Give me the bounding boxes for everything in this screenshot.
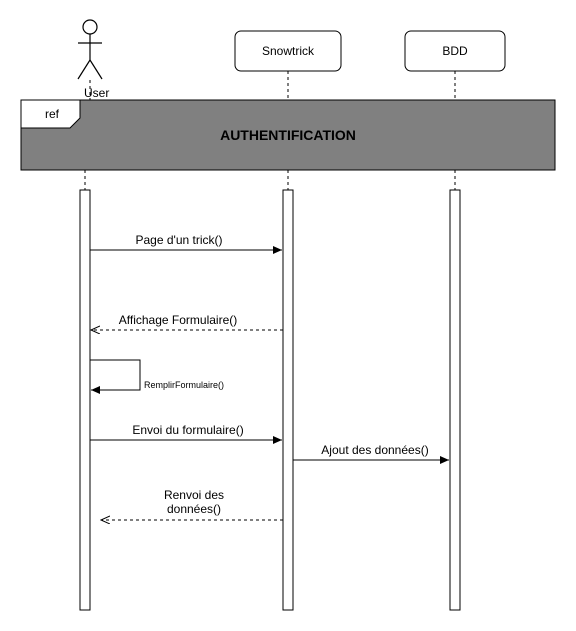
activation-bar-bdd xyxy=(449,189,461,611)
participant-snowtrick: Snowtrick xyxy=(234,30,342,72)
participant-label-bdd: BDD xyxy=(442,44,468,58)
message-affichage-formulaire: Affichage Formulaire() xyxy=(91,313,283,330)
ref-fragment-title: AUTHENTIFICATION xyxy=(220,127,356,143)
message-label-remplir-formulaire: RemplirFormulaire() xyxy=(144,380,224,390)
participant-user: User xyxy=(77,19,109,100)
activation-bar-user xyxy=(79,189,91,611)
participant-label-snowtrick: Snowtrick xyxy=(262,44,315,58)
message-label-envoi-formulaire: Envoi du formulaire() xyxy=(132,423,243,437)
message-remplir-formulaire: RemplirFormulaire() xyxy=(90,359,224,394)
message-envoi-formulaire: Envoi du formulaire() xyxy=(90,423,282,444)
activation-bar-snowtrick xyxy=(282,189,294,611)
participant-label-user: User xyxy=(84,86,109,100)
ref-fragment-box xyxy=(20,99,556,171)
participant-bdd: BDD xyxy=(404,30,506,72)
message-label-renvoi-donnees-line2: données() xyxy=(167,502,221,516)
ref-tag-label: ref xyxy=(45,107,60,121)
ref-tag-pentagon xyxy=(20,99,81,129)
message-label-renvoi-donnees-line1: Renvoi des xyxy=(164,488,224,502)
message-ajout-donnees: Ajout des données() xyxy=(293,443,449,464)
message-label-ajout-donnees: Ajout des données() xyxy=(321,443,428,457)
actor-stick-figure-icon xyxy=(77,19,103,80)
message-renvoi-donnees: Renvoi des données() xyxy=(101,488,283,520)
message-label-affichage-formulaire: Affichage Formulaire() xyxy=(119,313,238,327)
message-label-page-trick: Page d'un trick() xyxy=(136,233,223,247)
ref-fragment: ref AUTHENTIFICATION xyxy=(20,99,556,171)
message-page-trick: Page d'un trick() xyxy=(90,233,282,254)
